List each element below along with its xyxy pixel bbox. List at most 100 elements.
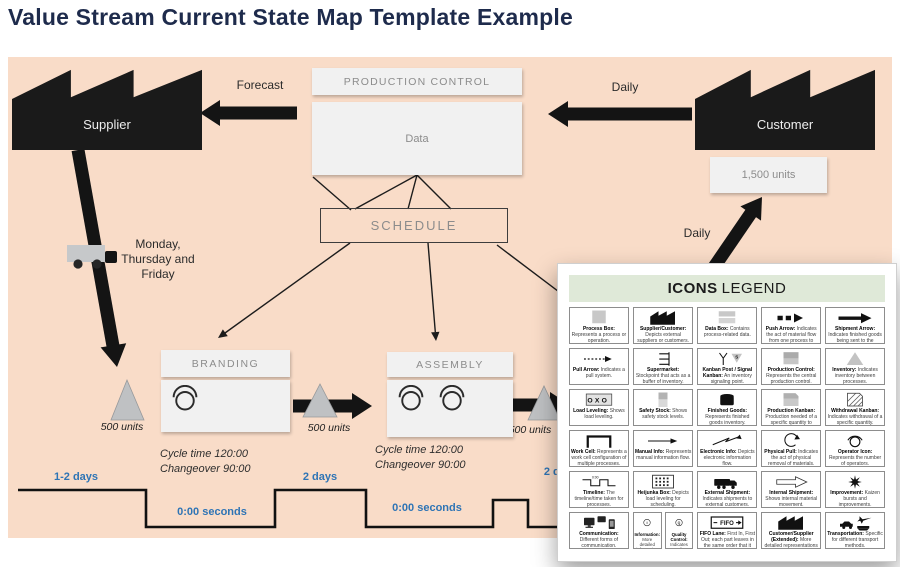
legend-cell-label: Internal Shipment: Shows internal materi… — [765, 490, 818, 508]
fifo-lane-icon: FIFO — [698, 513, 756, 532]
inventory-triangle-2 — [302, 383, 338, 418]
legend-cell: Safety Stock: Shows safety stock levels. — [632, 389, 694, 426]
heijunka-box-icon — [634, 472, 693, 491]
legend-cell-label: Production Kanban: Production needed of … — [765, 408, 818, 426]
legend-cell: Communication: Different forms of commun… — [569, 512, 629, 549]
production-control-box: PRODUCTION CONTROL — [312, 68, 522, 95]
factory-icon — [634, 308, 693, 327]
svg-text:i: i — [647, 520, 648, 525]
quality-control-icon: Q — [666, 513, 693, 532]
branding-changeover: Changeover 90:00 — [160, 462, 251, 475]
icons-legend-panel: ICONS LEGEND Process Box: Represents a p… — [557, 263, 897, 562]
inventory-label-1: 500 units — [100, 421, 144, 433]
assembly-operators — [396, 384, 467, 418]
legend-cell-label: Data Box: Contains process-related data. — [703, 326, 751, 338]
branding-metrics: Cycle time 120:00 Changeover 90:00 — [160, 447, 278, 477]
legend-cell: Shipment Arrow: Indicates finished goods… — [825, 307, 885, 344]
legend-cell-label: Process Box: Represents a process or ope… — [571, 326, 627, 344]
legend-cell-label: Supermarket: Stockpoint that acts as a b… — [635, 367, 691, 385]
production-kanban-icon — [762, 390, 820, 409]
svg-text:S: S — [736, 354, 739, 359]
data-box: Data — [312, 102, 522, 175]
legend-cell: Internal Shipment: Shows internal materi… — [761, 471, 822, 508]
operator-icon — [396, 384, 426, 418]
legend-cell-label: Pull Arrow: Indicates a pull system. — [572, 367, 625, 379]
electronic-info-icon — [698, 431, 756, 450]
legend-cell: Manual Info: Represents manual informati… — [632, 430, 694, 467]
legend-cell-label: Electronic Info: Depicts electronic info… — [700, 449, 755, 467]
legend-cell: Production Control: Represents the centr… — [761, 348, 822, 385]
legend-cell-label: Physical Pull: Indicates the act of phys… — [764, 449, 819, 467]
finished-goods-icon — [698, 390, 756, 409]
inventory-label-2: 500 units — [307, 422, 351, 434]
supplier-factory: Supplier — [12, 69, 202, 150]
timeline-label-2: 0:00 seconds — [177, 506, 247, 518]
branding-operators — [170, 384, 200, 418]
legend-cell-label: Quality Control: Indicates quality contr… — [670, 532, 688, 548]
timeline-label-3: 2 days — [302, 471, 338, 483]
assembly-process-body — [387, 380, 513, 437]
data-to-schedule-lines — [312, 174, 452, 211]
manual-info-icon — [634, 431, 693, 450]
legend-cell: Customer/Supplier (Extended): More detai… — [761, 512, 822, 549]
operator-icon — [170, 384, 200, 418]
supplier-label: Supplier — [83, 117, 131, 132]
legend-cell: Finished Goods: Represents finished good… — [697, 389, 758, 426]
legend-grid: Process Box: Represents a process or ope… — [569, 307, 885, 549]
push-arrow-icon — [762, 308, 820, 327]
legend-cell-label: Work Cell: Represents a work cell config… — [571, 449, 627, 467]
forecast-arrow — [200, 100, 297, 126]
legend-cell: Process Box: Represents a process or ope… — [569, 307, 629, 344]
legend-cell: Operator Icon: Represents the number of … — [825, 430, 885, 467]
legend-cell-label: Transportation: Specific for different t… — [827, 531, 883, 549]
timeline-label-1: 1-2 days — [53, 471, 99, 483]
legend-cell-label: External Shipment: Indicates shipments t… — [702, 490, 753, 508]
inventory-triangle-1 — [110, 378, 145, 421]
legend-cell: Inventory: Indicates inventory between p… — [825, 348, 885, 385]
daily-top-label: Daily — [611, 80, 639, 94]
customer-factory: Customer — [695, 69, 875, 150]
daily-right-label: Daily — [683, 226, 711, 240]
legend-cell-label: Safety Stock: Shows safety stock levels. — [639, 408, 688, 420]
internal-shipment-icon — [762, 472, 820, 491]
operator-icon — [437, 384, 467, 418]
shipment-arrow-icon — [826, 308, 884, 327]
legend-cell-label: Load Leveling: Shows load leveling. — [573, 408, 625, 420]
legend-cell-label: Heijunka Box: Depicts load leveling for … — [637, 490, 689, 508]
schedule-to-assembly-arrow — [427, 242, 440, 341]
legend-cell: Supermarket: Stockpoint that acts as a b… — [632, 348, 694, 385]
withdrawal-kanban-icon — [826, 390, 884, 409]
supermarket-icon — [634, 349, 693, 368]
daily-shipment-arrow — [548, 101, 692, 127]
timeline-step-icon: 0:00 — [570, 472, 628, 491]
branding-cycle-time: Cycle time 120:00 — [160, 448, 249, 460]
inventory-triangle-icon — [826, 349, 884, 368]
legend-cell: Improvement: Kaizen bursts and improveme… — [825, 471, 885, 508]
timeline-line — [18, 488, 648, 529]
legend-cell-label: Withdrawal Kanban: Indicates withdrawal … — [827, 408, 883, 426]
legend-cell-label: Timeline: The timeline/time taken for pr… — [574, 490, 624, 508]
legend-cell-label: Operator Icon: Represents the number of … — [828, 449, 882, 467]
legend-cell-label: Push Arrow: Indicates the act of materia… — [765, 326, 817, 344]
legend-cell: Physical Pull: Indicates the act of phys… — [761, 430, 822, 467]
physical-pull-icon — [762, 431, 820, 450]
safety-stock-icon — [634, 390, 693, 409]
legend-cell: Push Arrow: Indicates the act of materia… — [761, 307, 822, 344]
legend-cell: Electronic Info: Depicts electronic info… — [697, 430, 758, 467]
assembly-cycle-time: Cycle time 120:00 — [375, 444, 464, 456]
legend-title-bold: ICONS — [667, 280, 718, 297]
kanban-post-icon: S — [698, 349, 756, 368]
inventory-label-3: 500 units — [508, 424, 552, 436]
legend-cell: Production Kanban: Production needed of … — [761, 389, 822, 426]
svg-text:0:00: 0:00 — [592, 475, 599, 479]
forecast-label: Forecast — [236, 78, 284, 92]
truck-icon — [698, 472, 756, 491]
